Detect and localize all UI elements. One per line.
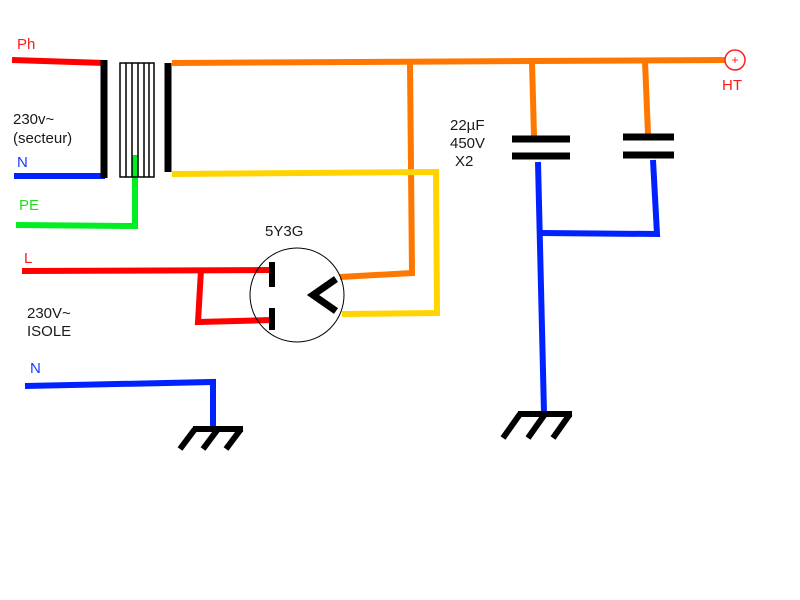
- label-pe: PE: [19, 197, 39, 214]
- transformer-core: [119, 62, 155, 178]
- label-mains-note: (secteur): [13, 130, 72, 147]
- ht-to-tube-wire: [339, 62, 416, 280]
- capacitor-1: [512, 135, 570, 160]
- tube-anode: [306, 276, 338, 314]
- heater-wire: [171, 168, 441, 317]
- tube-envelope: [249, 247, 345, 343]
- cap2-return-wire: [540, 159, 661, 238]
- pe-wire: [15, 155, 138, 230]
- cap1-return-wire: [535, 161, 547, 414]
- ht-bus-wire: [171, 57, 726, 66]
- label-iso-note: ISOLE: [27, 323, 71, 340]
- neutral-wire-isolated: [24, 378, 216, 428]
- ht-plus-sign: +: [731, 53, 738, 67]
- label-cap-voltage: 450V: [450, 135, 485, 152]
- label-cap-value: 22µF: [450, 117, 485, 134]
- label-tube: 5Y3G: [265, 223, 303, 240]
- phase-wire-isolated: [21, 267, 273, 274]
- label-ph: Ph: [17, 36, 35, 53]
- ht-terminal: +: [724, 49, 746, 71]
- label-l-isolated: L: [24, 250, 32, 267]
- label-iso-voltage: 230V~: [27, 305, 71, 322]
- capacitor-2: [623, 133, 674, 159]
- cap2-top-wire: [642, 60, 651, 135]
- label-ht: HT: [722, 77, 742, 94]
- rectifier-tube: [249, 247, 345, 343]
- ground-icon: [500, 411, 573, 440]
- phase-wire-loop: [194, 269, 273, 326]
- label-cap-count: X2: [455, 153, 473, 170]
- label-mains-voltage: 230v~: [13, 111, 55, 128]
- label-n-isolated: N: [30, 360, 41, 377]
- cap1-top-wire: [529, 61, 537, 137]
- label-n-primary: N: [17, 154, 28, 171]
- transformer: [100, 60, 172, 178]
- ground-icon: [177, 426, 244, 451]
- phase-wire-primary: [11, 57, 106, 66]
